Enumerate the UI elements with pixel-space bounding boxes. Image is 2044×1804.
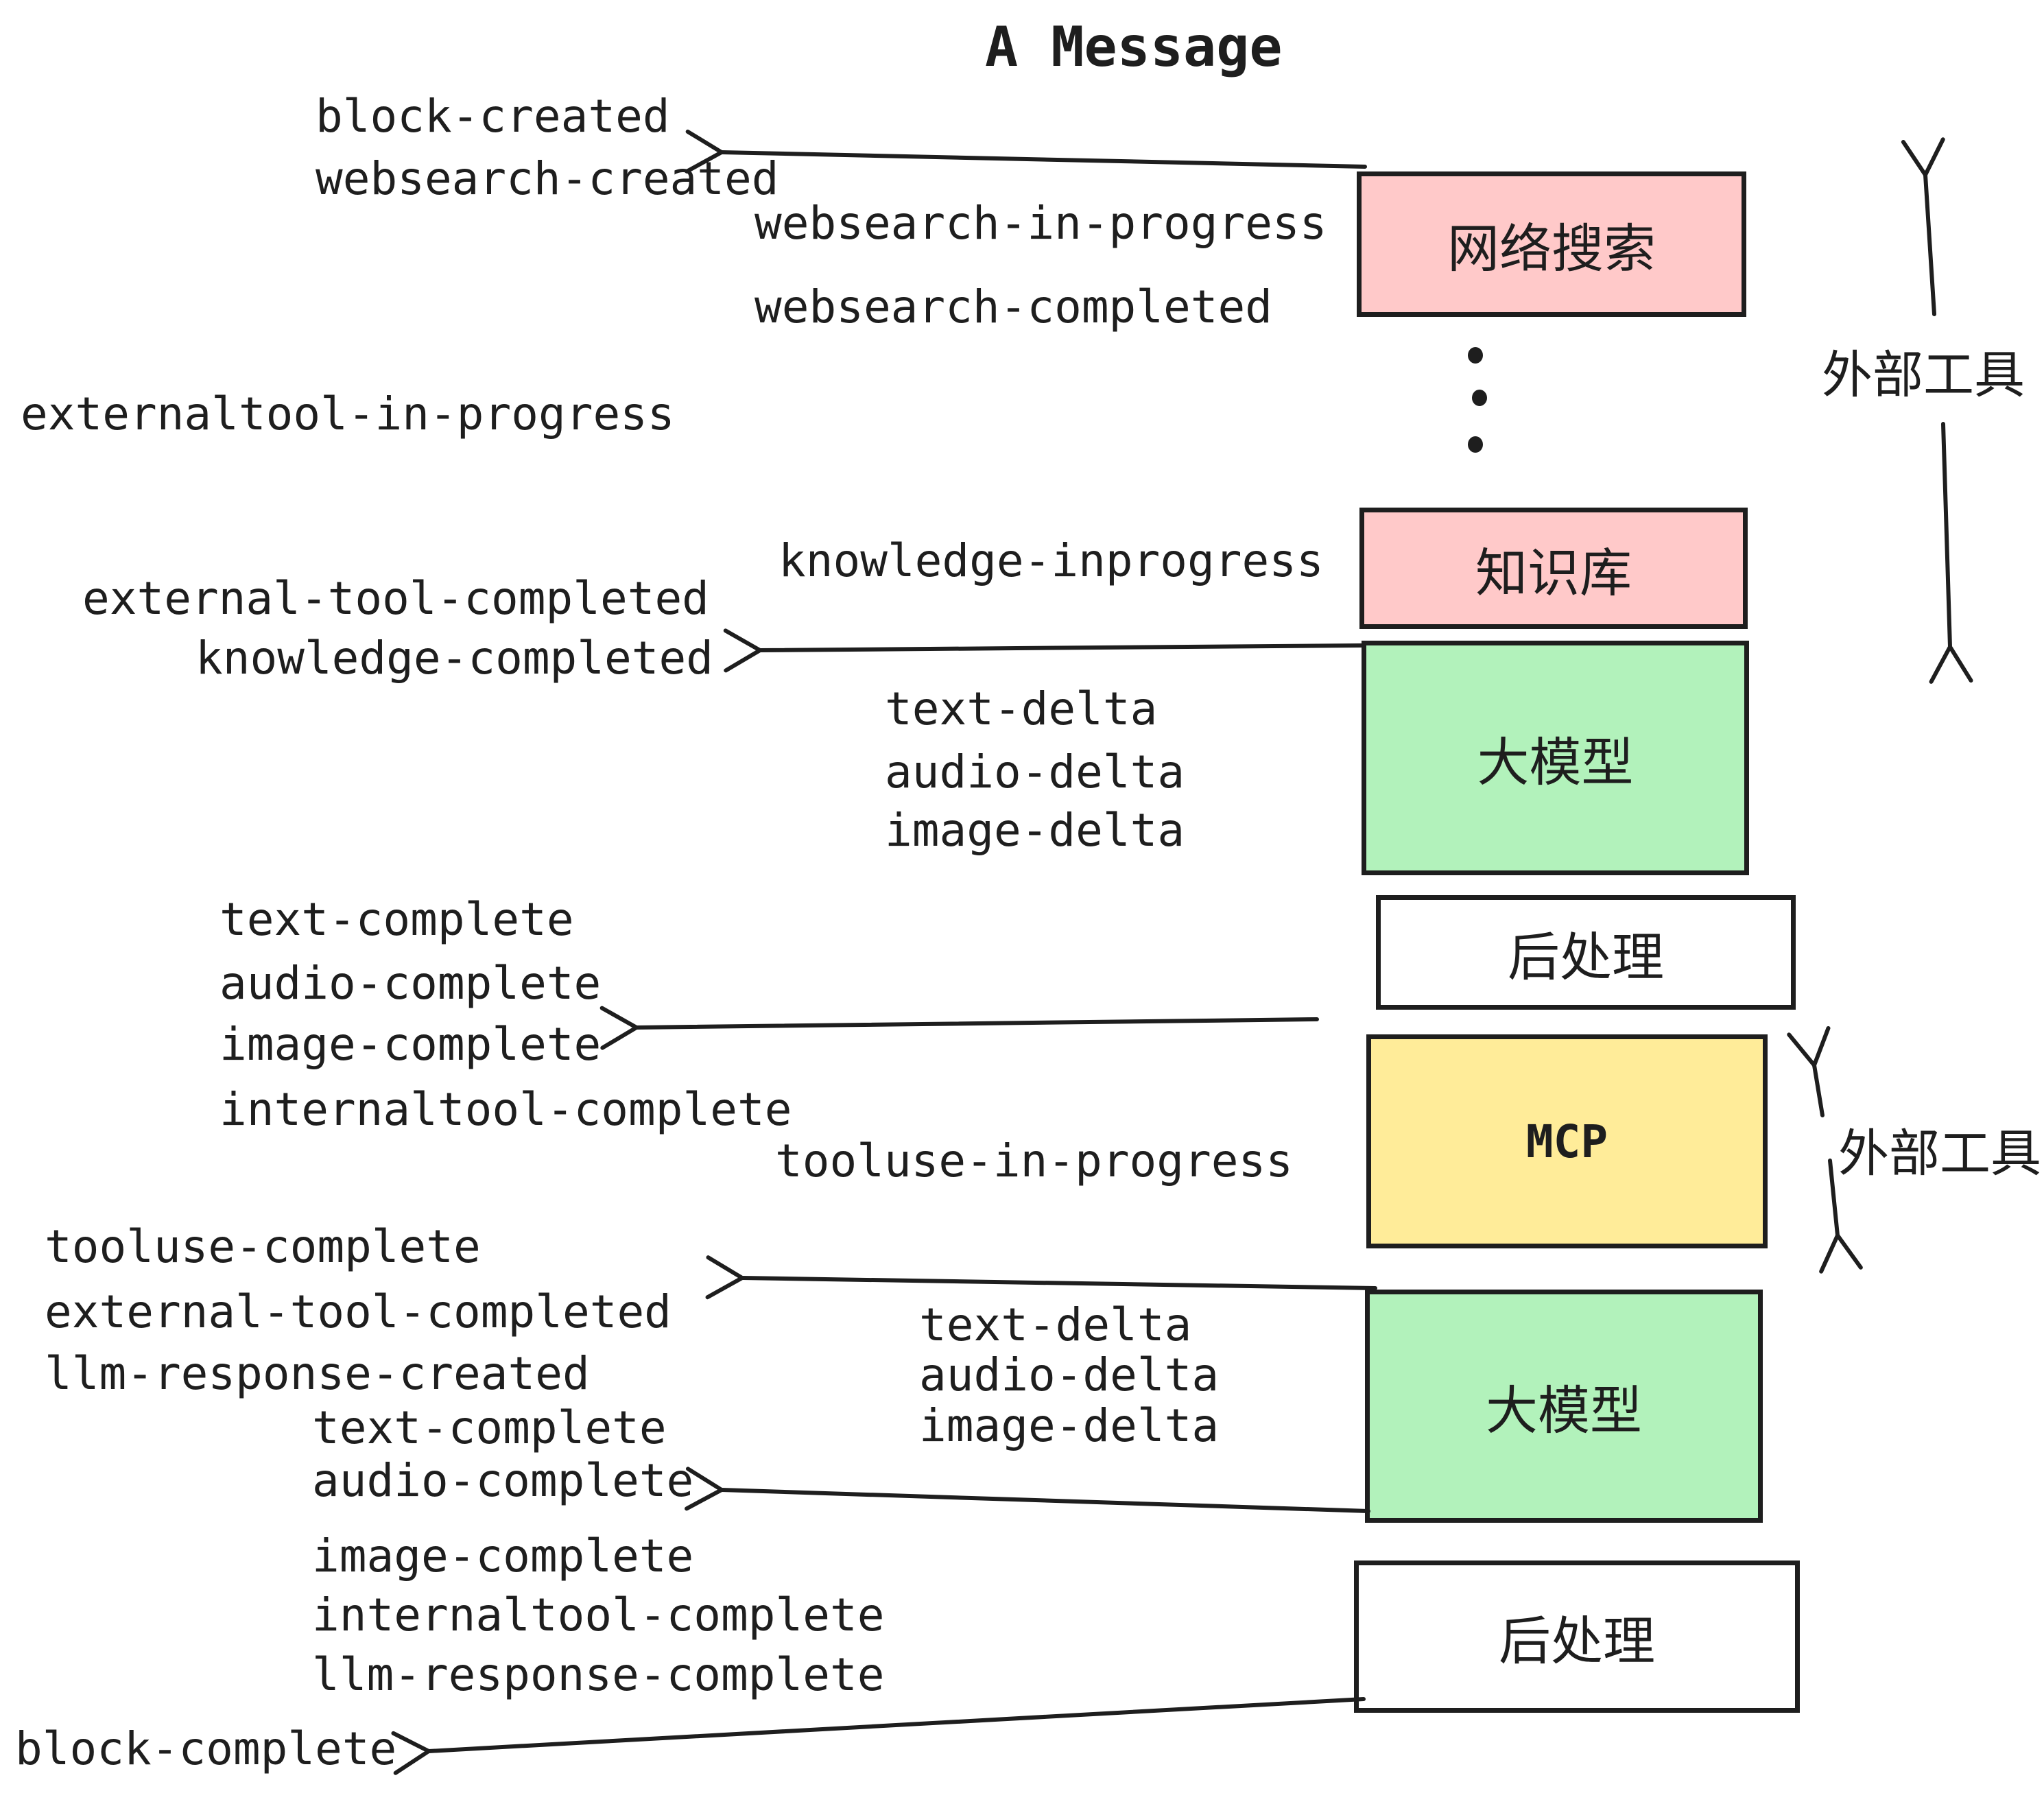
event-label-audio-complete-2: audio-complete: [312, 1454, 694, 1507]
box-websearch: 网络搜索: [1357, 171, 1746, 317]
event-label-audio-delta-2: audio-delta: [919, 1349, 1220, 1401]
box-llm-2-label: 大模型: [1486, 1380, 1642, 1441]
box-mcp: MCP: [1366, 1034, 1768, 1248]
box-mcp-label: MCP: [1525, 1115, 1608, 1168]
event-label-image-complete: image-complete: [219, 1018, 602, 1071]
arrow-to-block-complete: [391, 1697, 1366, 1775]
external-tools-label-bottom: 外部工具: [1838, 1124, 2041, 1183]
arrow-to-tooluse-complete: [705, 1255, 1377, 1300]
box-websearch-label: 网络搜索: [1447, 218, 1656, 279]
diagram-title: A Message: [985, 15, 1283, 79]
event-label-text-complete: text-complete: [219, 893, 574, 946]
box-llm-1-label: 大模型: [1477, 732, 1634, 793]
box-postprocess-2-label: 后处理: [1499, 1611, 1655, 1672]
event-label-external-tool-completed: external-tool-completed: [82, 572, 709, 625]
event-label-text-complete-2: text-complete: [312, 1401, 667, 1454]
box-postprocess-1: 后处理: [1376, 895, 1796, 1010]
arrow-to-audio-complete-2: [685, 1467, 1370, 1513]
box-postprocess-2: 后处理: [1354, 1560, 1800, 1713]
arrow-to-block-created: [685, 129, 1367, 174]
event-label-knowledge-completed: knowledge-completed: [195, 632, 713, 685]
event-label-internaltool-complete: internaltool-complete: [219, 1083, 792, 1136]
event-label-internaltool-complete-2: internaltool-complete: [312, 1589, 885, 1641]
external-tools-up-arrow-top: [1901, 137, 1945, 316]
event-label-llm-response-complete: llm-response-complete: [312, 1648, 885, 1701]
event-label-knowledge-inprogress: knowledge-inprogress: [779, 534, 1324, 587]
ellipsis-dot-3: [1468, 436, 1483, 453]
external-tools-down-arrow-bottom: [1819, 1159, 1863, 1274]
box-knowledge-base: 知识库: [1359, 508, 1748, 629]
event-label-websearch-in-progress: websearch-in-progress: [754, 197, 1327, 250]
event-label-audio-complete: audio-complete: [219, 957, 602, 1010]
event-label-tooluse-in-progress: tooluse-in-progress: [775, 1135, 1293, 1187]
event-label-image-delta: image-delta: [885, 804, 1185, 857]
external-tools-up-arrow-bottom: [1787, 1025, 1831, 1117]
box-postprocess-1-label: 后处理: [1508, 926, 1664, 988]
ellipsis-dot-1: [1468, 347, 1483, 364]
arrow-to-image-complete: [599, 1006, 1319, 1050]
event-label-audio-delta: audio-delta: [885, 746, 1185, 798]
external-tools-label-top: 外部工具: [1822, 346, 2025, 405]
box-knowledge-base-label: 知识库: [1475, 542, 1632, 604]
event-label-external-tool-completed-2: external-tool-completed: [45, 1285, 672, 1338]
event-label-text-delta: text-delta: [885, 683, 1158, 735]
external-tools-down-arrow-top: [1929, 422, 1973, 684]
arrow-to-knowledge-completed: [723, 628, 1364, 673]
event-label-externaltool-in-progress: externaltool-in-progress: [21, 388, 675, 440]
event-label-llm-response-created: llm-response-created: [45, 1347, 590, 1400]
event-label-tooluse-complete: tooluse-complete: [45, 1220, 481, 1273]
event-label-block-created: block-created: [316, 90, 670, 143]
event-label-text-delta-2: text-delta: [919, 1298, 1192, 1351]
event-label-block-complete: block-complete: [15, 1722, 397, 1775]
event-label-image-delta-2: image-delta: [919, 1399, 1220, 1452]
event-label-websearch-created: websearch-created: [316, 152, 779, 205]
ellipsis-dot-2: [1472, 390, 1487, 406]
box-llm-2: 大模型: [1365, 1290, 1763, 1523]
event-label-image-complete-2: image-complete: [312, 1530, 694, 1582]
box-llm-1: 大模型: [1362, 641, 1749, 875]
event-label-websearch-completed: websearch-completed: [754, 281, 1272, 333]
